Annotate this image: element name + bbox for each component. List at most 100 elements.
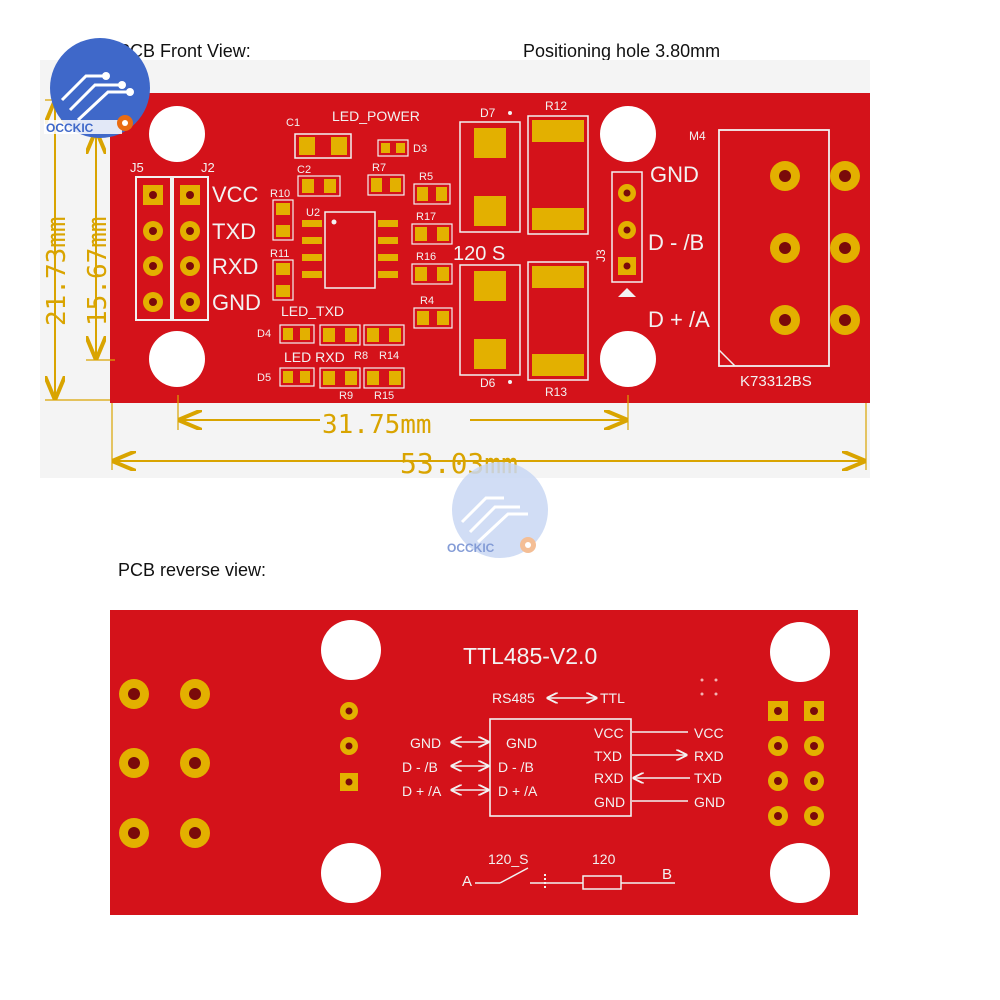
r10-outline [272,199,294,241]
d7-outline [459,121,521,233]
front-view-caption: PCB Front View: [118,41,251,61]
ref-u2: U2 [306,207,320,219]
ref-c2: C2 [297,164,311,176]
label-led-txd: LED_TXD [281,303,344,319]
ref-r12: R12 [545,99,567,113]
mount-hole-tr [600,106,656,162]
rev-block-right-gnd: GND [594,794,625,810]
rev-switch-label: 120_S [488,851,528,867]
ref-r15: R15 [374,390,394,402]
mount-hole-bl [149,331,205,387]
ref-c1: C1 [286,117,300,129]
rev-block-left-db: D - /B [498,759,534,775]
dim-height-inner: 15.67mm [83,216,113,326]
rev-mount-hole-tr [770,622,830,682]
m4-pins [770,161,860,335]
ref-d6: D6 [480,376,496,390]
rev-block-right-rxd: RXD [594,770,624,786]
terminal-part-number: K73312BS [740,373,812,390]
occkic-logo-top: OCCKIC [44,38,150,138]
ref-r9: R9 [339,390,353,402]
j3-pins [618,184,636,275]
c1-pad-a [299,137,315,155]
rev-outer-left-gnd: GND [410,735,441,751]
rev-outer-right-gnd: GND [694,794,725,810]
r7-outline [367,174,405,196]
ref-r13: R13 [545,385,567,399]
dim-height-outer: 21.73mm [42,216,72,326]
r16-outline [411,263,453,285]
ref-d3: D3 [413,143,427,155]
r13-outline [527,261,589,381]
terminal-label-gnd: GND [650,162,699,187]
d5-outline [279,367,315,387]
occkic-logo-watermark: OCCKIC [447,462,548,558]
header-j5-outline [135,176,172,321]
ref-r11: R11 [270,248,289,260]
u2-outline [324,211,376,289]
ref-d4: D4 [257,328,271,340]
dim-width-inner-bg [320,410,470,434]
rev-block-left-da: D + /A [498,783,538,799]
header-label-txd: TXD [212,219,256,244]
ref-r17: R17 [416,211,436,223]
rev-block-right-vcc: VCC [594,725,624,741]
m4-corner [718,349,736,367]
logo-text-watermark: OCCKIC [447,541,495,555]
rev-outer-right-vcc: VCC [694,725,724,741]
u2-pads [302,220,398,278]
ref-r4: R4 [420,295,434,307]
rev-outer-right-rxd: RXD [694,748,724,764]
rev-mount-hole-bl [321,843,381,903]
d6-outline [459,264,521,376]
r5-outline [413,183,451,205]
rev-mount-hole-tl [321,620,381,680]
r15-outline [363,367,405,389]
rev-terminal-pads [119,679,210,848]
terminal-label-db: D - /B [648,230,704,255]
rev-header-pads [768,701,824,826]
header-label-rxd: RXD [212,254,258,279]
reverse-view-caption: PCB reverse view: [118,560,267,580]
mount-hole-tl [149,106,205,162]
rev-mount-hole-br [770,843,830,903]
dim-width-inner: 31.75mm [322,410,432,440]
ref-r10: R10 [270,188,290,200]
hole-size-caption: Positioning hole 3.80mm [523,41,721,61]
rev-small-vias [700,678,718,696]
d3-pad-b [396,143,405,153]
r14-outline [363,324,405,346]
ref-m4: M4 [689,129,706,143]
ref-r14: R14 [379,350,399,362]
d3-pad-a [381,143,390,153]
r4-outline [413,307,453,329]
r11-outline [272,259,294,301]
label-switch-120s: 120 S [453,243,505,265]
rev-resistor-label: 120 [592,851,616,867]
ref-j2: J2 [201,160,215,175]
r9-outline [319,367,361,389]
rev-termination-circuit [475,867,675,890]
label-led-rxd: LED RXD [284,349,345,365]
ref-j5: J5 [130,160,144,175]
ref-d5: D5 [257,372,271,384]
ref-r16: R16 [416,251,436,263]
ref-j3: J3 [594,249,608,262]
header-label-gnd: GND [212,290,261,315]
terminal-label-da: D + /A [648,307,710,332]
r12-outline [527,115,589,235]
mount-hole-br [600,331,656,387]
header-pins [143,185,200,312]
rev-j3-pads [340,702,358,791]
j3-outline [611,171,643,283]
rev-outer-left-db: D - /B [402,759,438,775]
ref-d7: D7 [480,106,496,120]
c1-pad-b [331,137,347,155]
rev-node-a: A [462,873,472,890]
rev-left-arrows [452,742,488,790]
header-j2-outline [172,176,209,321]
ref-r7: R7 [372,162,386,174]
c2-outline [297,175,341,197]
rev-block-right-txd: TXD [594,748,622,764]
